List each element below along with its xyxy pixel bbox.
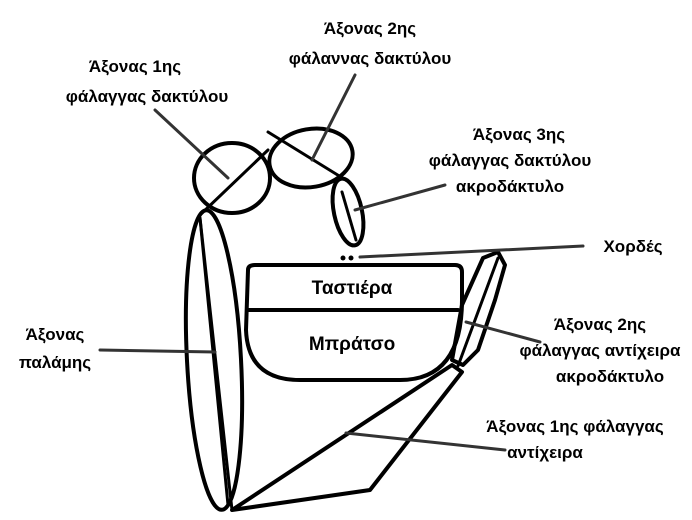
leader-thumb-2nd: [464, 320, 542, 344]
leader-axis-1st-finger: [153, 108, 230, 180]
leader-axis-3rd-finger: [353, 183, 447, 212]
label-neck: Μπράτσο: [309, 334, 395, 355]
label-axis-1st-finger-line2: φάλαγγας δακτύλου: [66, 87, 229, 106]
label-axis-3rd-finger-line2: φάλαγγας δακτύλου: [429, 151, 592, 170]
finger-phalanx-1-shape: [192, 141, 272, 215]
label-axis-2nd-thumb-line2: φάλαγγας αντίχειρα: [520, 341, 682, 360]
label-axis-2nd-finger-line1: Άξονας 2ης: [324, 19, 416, 38]
axis-line-palm-thumb: [198, 216, 230, 507]
leader-palm: [98, 348, 217, 354]
label-strings: Χορδές: [603, 237, 662, 256]
label-axis-1st-thumb-line2: αντίχειρα: [507, 443, 583, 462]
label-axis-2nd-thumb-line3: ακροδάκτυλο: [556, 367, 664, 386]
neck-outline: [244, 263, 464, 382]
axis-line-finger-2: [266, 130, 351, 184]
axis-line-thumb-2: [456, 256, 500, 368]
label-palm-line1: Άξονας: [26, 325, 85, 344]
label-fingerboard: Ταστιέρα: [312, 278, 393, 299]
label-axis-1st-thumb-line1: Άξονας 1ης φάλαγγας: [486, 417, 664, 436]
finger-phalanx-2-shape: [267, 126, 355, 190]
leader-axis-2nd-finger: [310, 73, 357, 162]
label-axis-3rd-finger-line1: Άξονας 3ης: [473, 125, 565, 144]
label-palm-line2: παλάμης: [19, 353, 91, 372]
leader-thumb-1st: [344, 431, 507, 452]
label-axis-2nd-thumb-line1: Άξονας 2ης: [554, 315, 646, 334]
label-axis-1st-finger-line1: Άξονας 1ης: [89, 57, 181, 76]
label-axis-3rd-finger-line3: ακροδάκτυλο: [456, 177, 564, 196]
thumb-phalanx-1-shape: [230, 363, 464, 512]
label-axis-2nd-finger-line2: φάλαννας δακτύλου: [289, 49, 452, 68]
string-dot-2: [348, 255, 354, 261]
axis-line-finger-3: [340, 190, 358, 242]
string-dot-1: [340, 255, 346, 261]
leader-strings: [358, 244, 585, 259]
axis-line-finger-1: [198, 148, 270, 217]
